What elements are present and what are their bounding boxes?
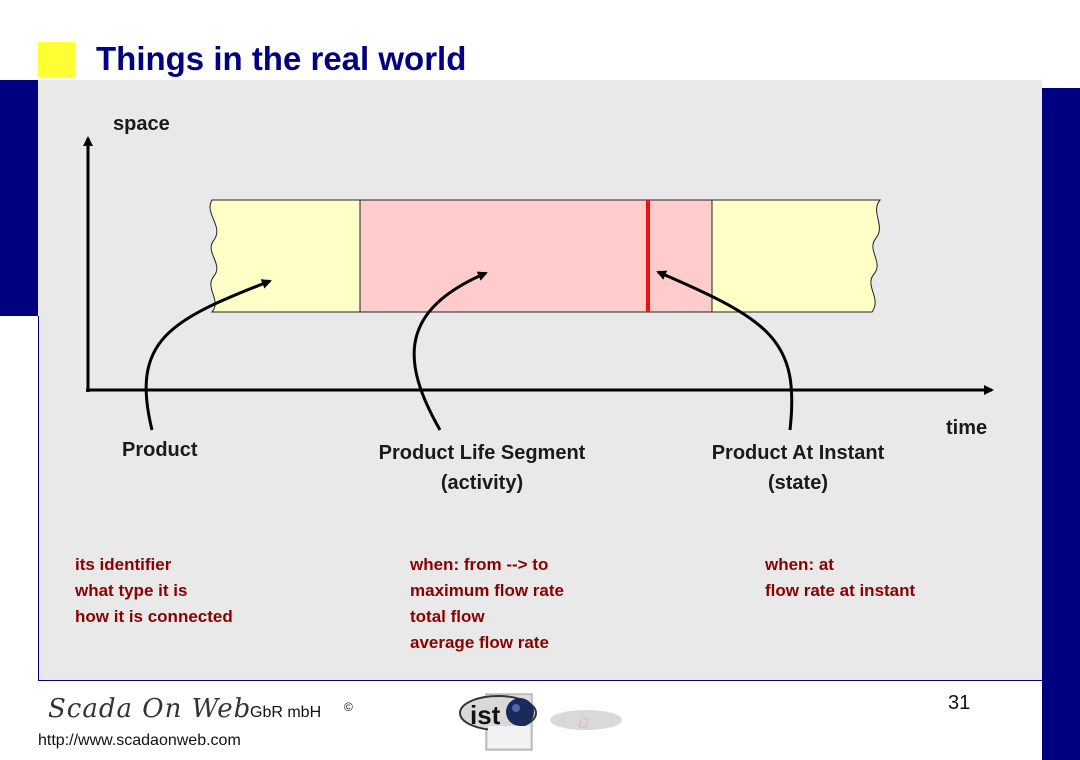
space-axis-label: space [113,113,170,135]
attribute-item: what type it is [75,581,188,600]
svg-text:a: a [578,709,590,733]
attribute-item: when: from --> to [410,555,549,574]
attribute-item: maximum flow rate [410,581,564,600]
segment-sub: (activity) [440,472,524,494]
instant-attributes: when: at flow rate at instant [765,552,915,604]
left-accent-bar [0,80,38,316]
secondary-logo: a [550,709,622,733]
instant-sub: (state) [767,472,828,494]
page-number: 31 [948,692,971,714]
segment-pointer-arrow [412,271,488,431]
attribute-item: flow rate at instant [765,581,916,600]
website-url[interactable]: http://www.scadaonweb.com [38,732,241,749]
company-suffix: GbR mbH [250,704,322,721]
product-pointer-arrow [144,279,272,431]
title-square [38,42,75,77]
instant-name: Product At Instant [711,442,885,464]
attribute-item: total flow [410,607,485,626]
ist-text: ist [470,700,501,730]
product-attributes: its identifier what type it is how it is… [75,552,233,630]
instant-label: Product At Instant (state) [680,438,916,498]
copyright-symbol: © [344,700,353,714]
right-accent-bar [1042,88,1080,760]
product-label: Product [122,439,198,461]
time-axis-label: time [946,417,988,439]
attribute-item: average flow rate [410,633,549,652]
attribute-item: when: at [765,555,834,574]
bottom-border-line [38,680,1042,681]
attribute-item: its identifier [75,555,172,574]
segment-label: Product Life Segment (activity) [348,438,616,498]
scadaonweb-logo: Scada On Web [48,694,252,724]
page-title: Things in the real world [96,40,467,77]
content-background [38,80,1042,680]
attribute-item: how it is connected [75,607,233,626]
left-border-line [38,316,39,680]
segment-attributes: when: from --> to maximum flow rate tota… [410,552,564,656]
ist-logo: ist [459,693,537,751]
instant-pointer-arrow [656,270,794,431]
life-segment-rect [359,199,713,313]
segment-name: Product Life Segment [378,442,586,464]
